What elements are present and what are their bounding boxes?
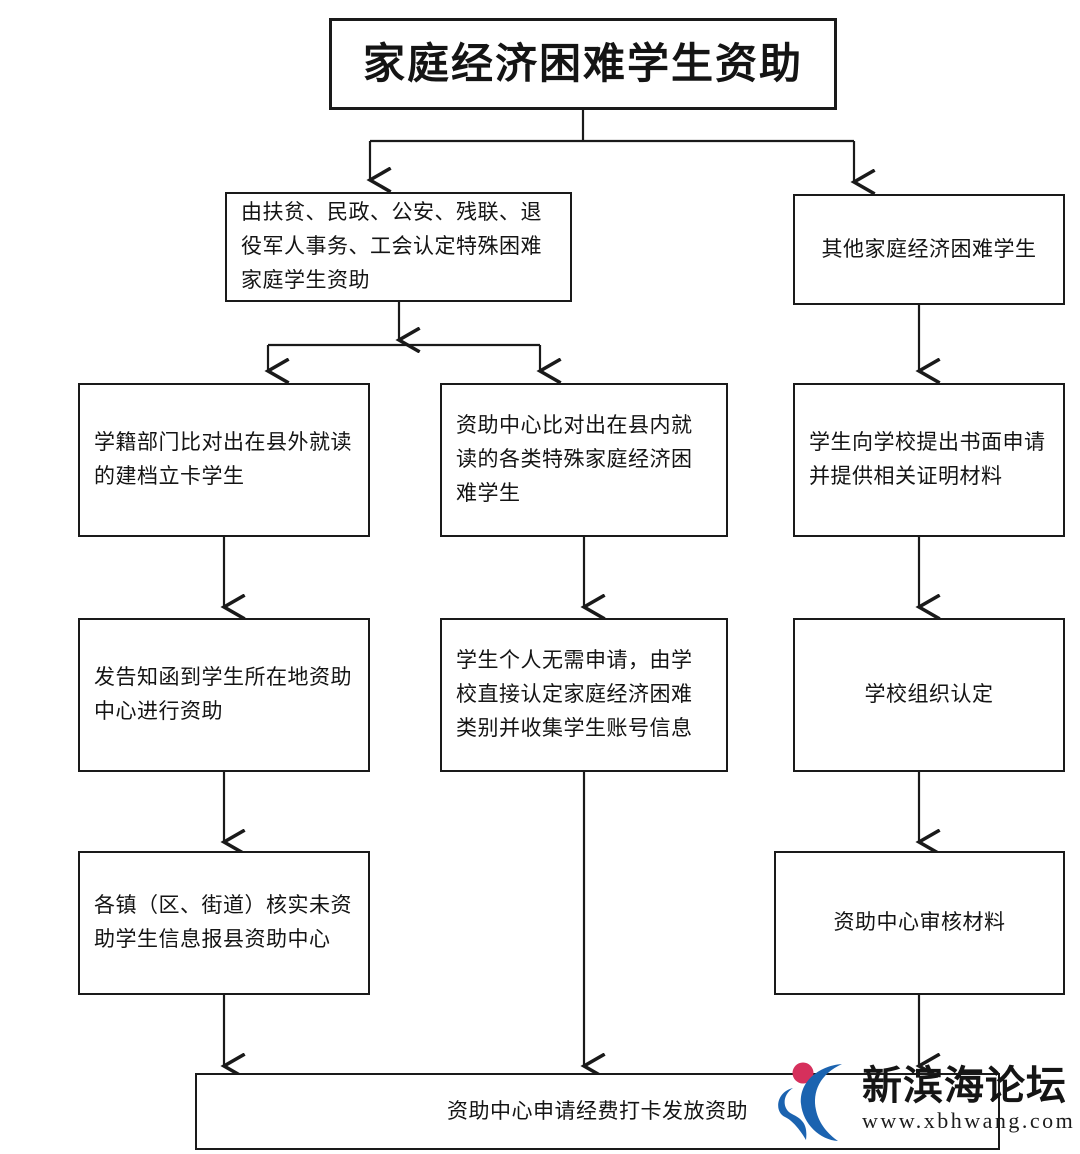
node-branch-special[interactable]: 由扶贫、民政、公安、残联、退役军人事务、工会认定特殊困难家庭学生资助 <box>225 192 572 302</box>
node-no-application-needed[interactable]: 学生个人无需申请，由学校直接认定家庭经济困难类别并收集学生账号信息 <box>440 618 728 772</box>
node-branch-special-label: 由扶贫、民政、公安、残联、退役军人事务、工会认定特殊困难家庭学生资助 <box>241 201 542 292</box>
node-school-identifies-label: 学校组织认定 <box>864 683 994 706</box>
node-title[interactable]: 家庭经济困难学生资助 <box>329 18 837 110</box>
node-outside-county[interactable]: 学籍部门比对出在县外就读的建档立卡学生 <box>78 383 370 537</box>
node-written-application[interactable]: 学生向学校提出书面申请并提供相关证明材料 <box>793 383 1065 537</box>
node-final-disbursement[interactable]: 资助中心申请经费打卡发放资助 <box>195 1073 1000 1150</box>
node-notice-letter-label: 发告知函到学生所在地资助中心进行资助 <box>94 666 352 723</box>
node-center-reviews-label: 资助中心审核材料 <box>833 911 1006 934</box>
node-inside-county-label: 资助中心比对出在县内就读的各类特殊家庭经济困难学生 <box>456 414 693 505</box>
node-branch-other[interactable]: 其他家庭经济困难学生 <box>793 194 1065 305</box>
node-inside-county[interactable]: 资助中心比对出在县内就读的各类特殊家庭经济困难学生 <box>440 383 728 537</box>
node-center-reviews[interactable]: 资助中心审核材料 <box>774 851 1065 995</box>
node-title-label: 家庭经济困难学生资助 <box>362 40 803 87</box>
node-outside-county-label: 学籍部门比对出在县外就读的建档立卡学生 <box>94 431 352 488</box>
node-no-application-needed-label: 学生个人无需申请，由学校直接认定家庭经济困难类别并收集学生账号信息 <box>456 649 693 740</box>
node-written-application-label: 学生向学校提出书面申请并提供相关证明材料 <box>809 431 1046 488</box>
node-final-disbursement-label: 资助中心申请经费打卡发放资助 <box>447 1099 748 1123</box>
node-notice-letter[interactable]: 发告知函到学生所在地资助中心进行资助 <box>78 618 370 772</box>
node-school-identifies[interactable]: 学校组织认定 <box>793 618 1065 772</box>
node-branch-other-label: 其他家庭经济困难学生 <box>821 237 1037 261</box>
node-town-verifies-label: 各镇（区、街道）核实未资助学生信息报县资助中心 <box>94 894 352 951</box>
node-town-verifies[interactable]: 各镇（区、街道）核实未资助学生信息报县资助中心 <box>78 851 370 995</box>
